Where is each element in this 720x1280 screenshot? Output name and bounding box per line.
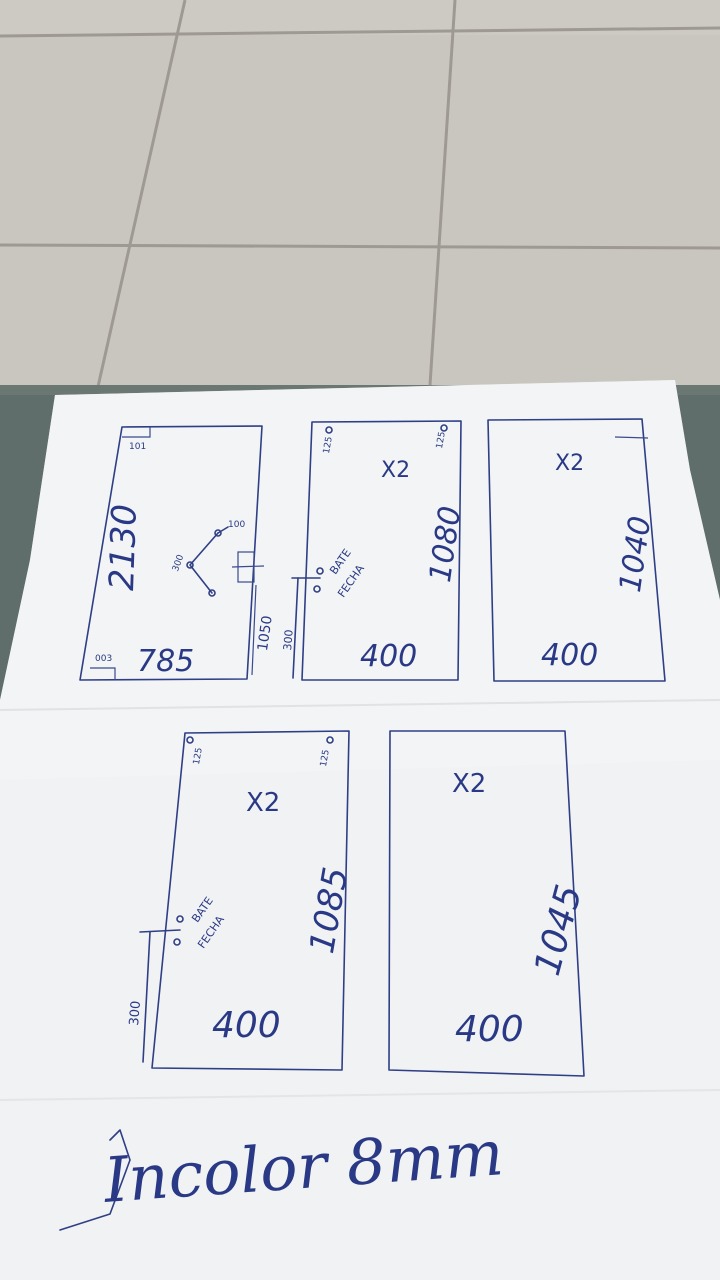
- panel-3-quantity: X2: [555, 451, 585, 476]
- panel-3-width: 400: [541, 638, 599, 673]
- panel-5-quantity: X2: [452, 769, 487, 799]
- panel-2-side-dim: 300: [281, 628, 296, 652]
- panel-5-width: 400: [455, 1009, 524, 1050]
- panel-3-drawing: [487, 418, 666, 682]
- panel-2-drawing: [291, 420, 462, 681]
- panel-1-bottom-note: 003: [95, 654, 113, 664]
- panel-4-quantity: X2: [246, 788, 281, 818]
- panel-4-width: 400: [212, 1005, 281, 1046]
- panel-1-hinge-note-a: 100: [228, 520, 246, 530]
- panel-4-side-dim: 300: [127, 1000, 145, 1027]
- panel-4-drawing: [139, 730, 350, 1071]
- panel-1-height: 2130: [102, 503, 145, 592]
- panel-1-top-note: 101: [129, 442, 147, 452]
- panel-5-drawing: [388, 730, 585, 1077]
- panel-2-width: 400: [360, 639, 418, 674]
- panel-1-drawing: [79, 425, 265, 681]
- panel-1-width: 785: [137, 644, 195, 679]
- panel-2-quantity: X2: [381, 458, 411, 483]
